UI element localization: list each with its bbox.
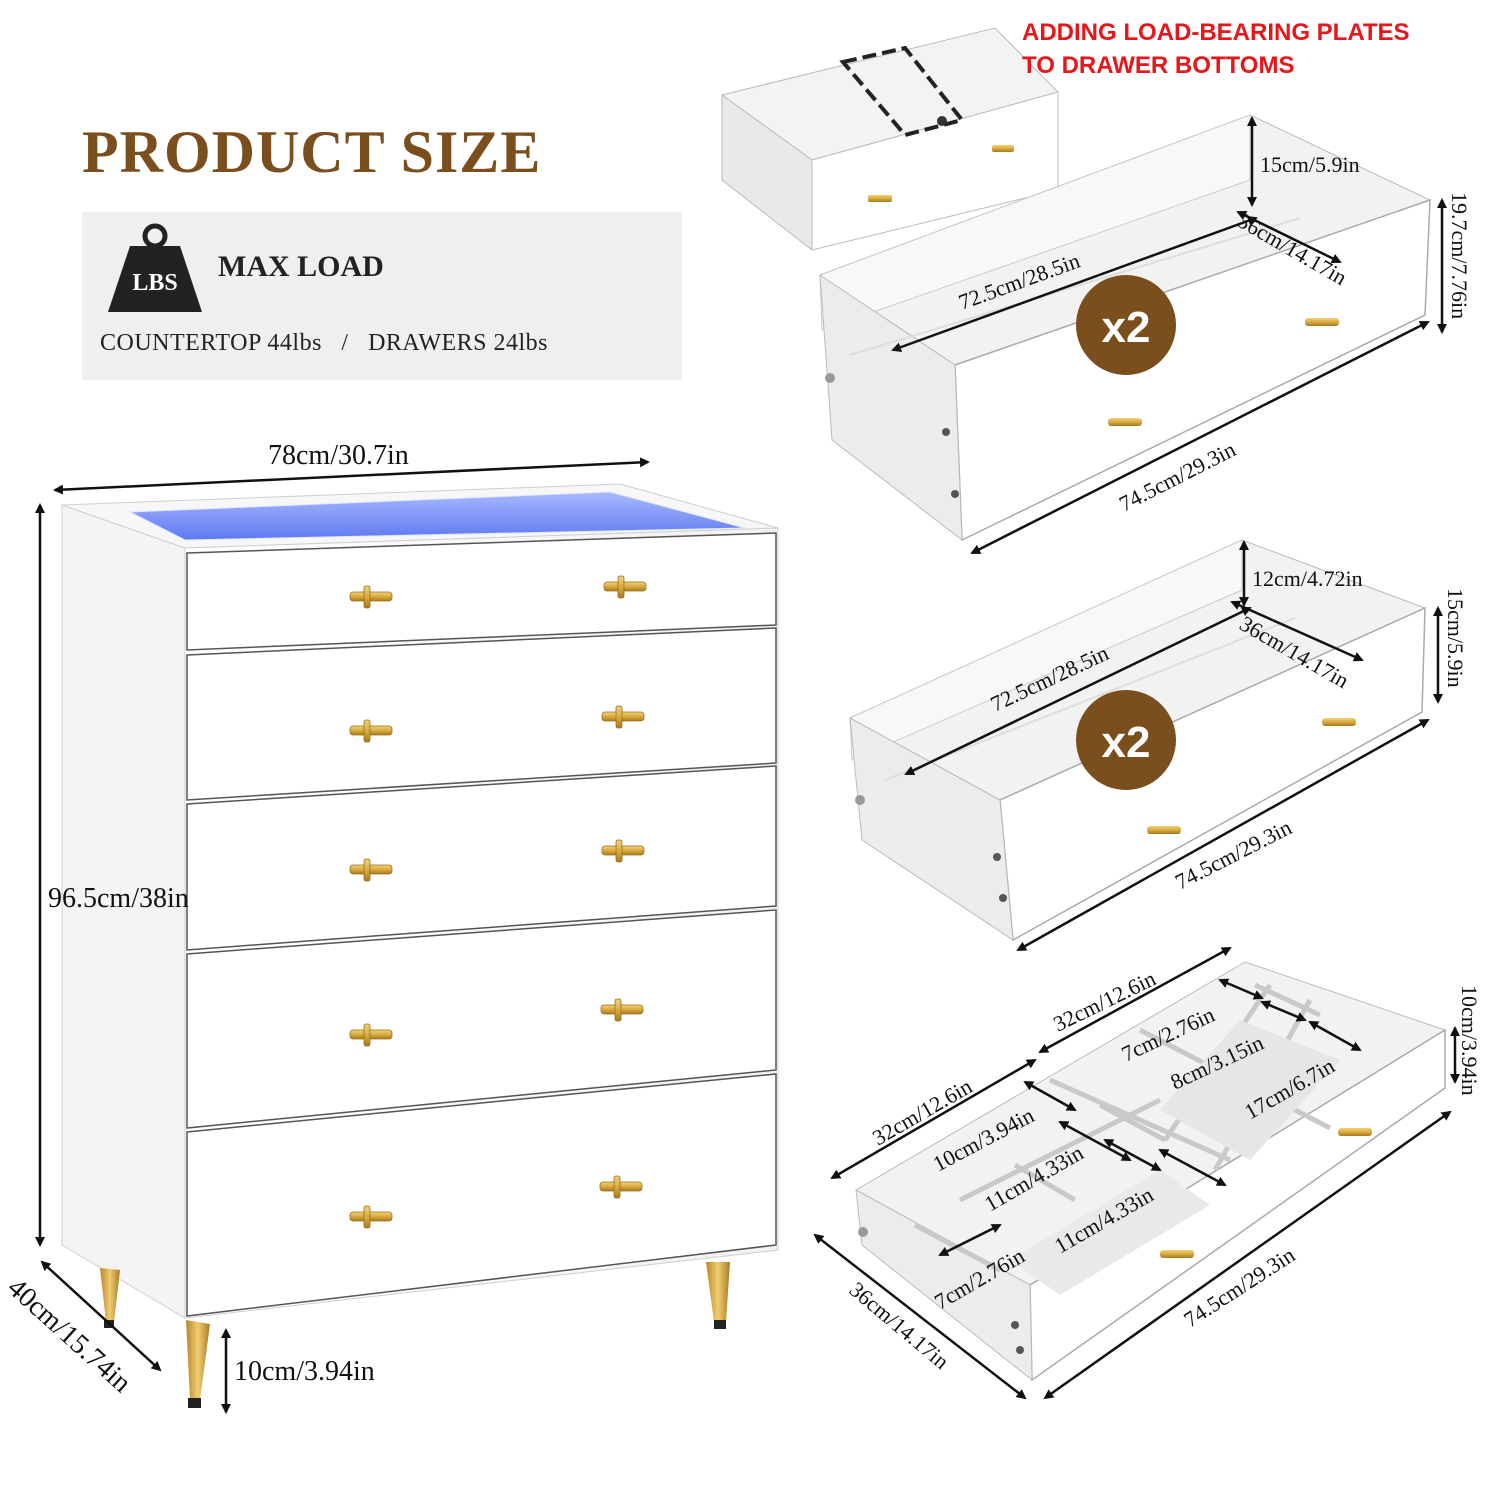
drawer-bottom-view xyxy=(720,27,1059,252)
large-inner-height-label: 15cm/5.9in xyxy=(1260,152,1360,177)
load-plates-notice: ADDING LOAD-BEARING PLATES TO DRAWER BOT… xyxy=(1022,16,1410,82)
large-quantity-badge-text: x2 xyxy=(1102,303,1151,352)
notice-line-2: TO DRAWER BOTTOMS xyxy=(1022,52,1295,79)
medium-outer-height-label: 15cm/5.9in xyxy=(1443,588,1468,688)
weight-icon: LBS xyxy=(108,223,202,312)
weight-icon-label: LBS xyxy=(132,270,177,296)
medium-quantity-badge-text: x2 xyxy=(1102,718,1151,767)
max-load-panel: LBS MAX LOAD COUNTERTOP 44lbs / DRAWERS … xyxy=(82,212,682,380)
large-outer-height-label: 19.7cm/7.76in xyxy=(1447,192,1472,319)
leg-height-label: 10cm/3.94in xyxy=(234,1356,375,1387)
dresser-height-label: 96.5cm/38in xyxy=(48,883,189,914)
load-capacity-text: COUNTERTOP 44lbs / DRAWERS 24lbs xyxy=(100,330,549,356)
medium-inner-height-label: 12cm/4.72in xyxy=(1252,566,1363,591)
organizer-height-label: 10cm/3.94in xyxy=(1457,985,1482,1096)
page-title: PRODUCT SIZE xyxy=(82,119,542,185)
notice-line-1: ADDING LOAD-BEARING PLATES xyxy=(1022,19,1410,46)
dresser-width-label: 78cm/30.7in xyxy=(268,440,409,471)
max-load-label: MAX LOAD xyxy=(218,250,384,283)
dresser-illustration xyxy=(61,483,779,1408)
